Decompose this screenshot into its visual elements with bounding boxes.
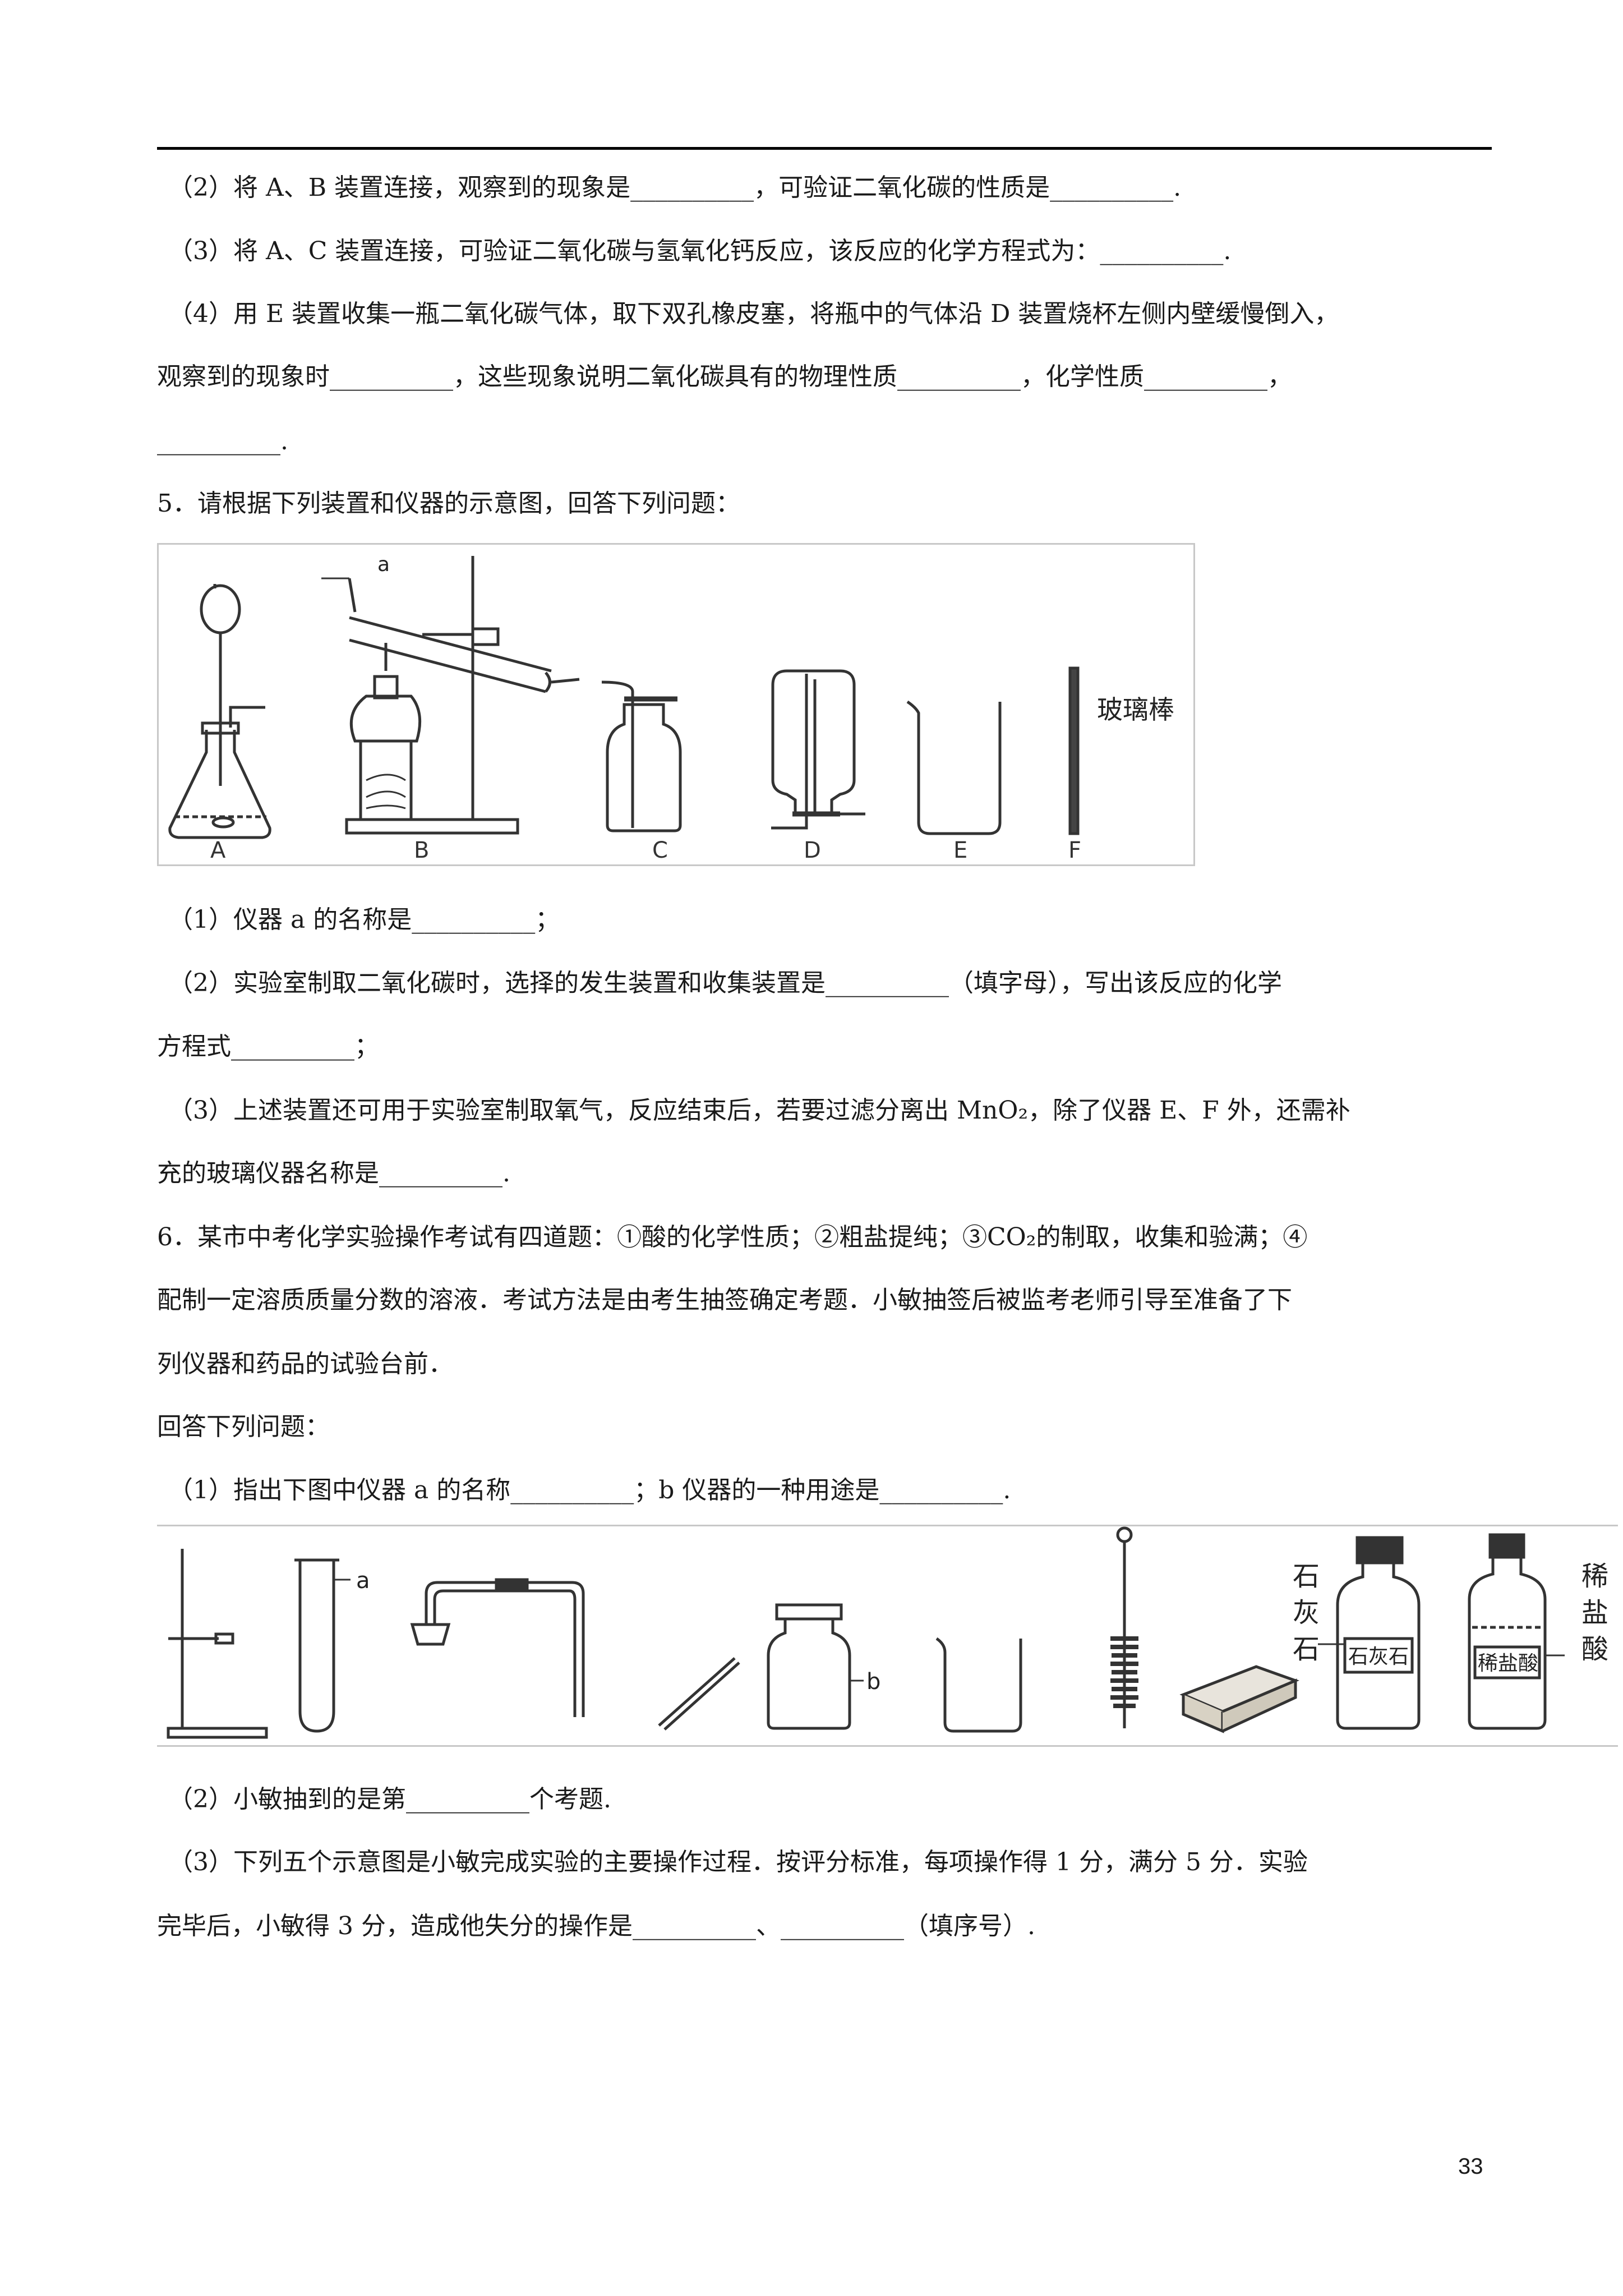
iron-stand — [167, 1549, 268, 1739]
test-tube — [294, 1558, 351, 1733]
apparatus-drawing: a 玻璃棒 A B C D E F — [168, 553, 1174, 863]
acid-side-2: 盐 — [1581, 1597, 1608, 1628]
question-6-cont-1: 配制一定溶质质量分数的溶液．考试方法是由考生抽签确定考题．小敏抽签后被监考老师引… — [157, 1286, 1292, 1314]
acid-side-3: 酸 — [1581, 1634, 1608, 1665]
question-6-3: （3）下列五个示意图是小敏完成实验的主要操作过程．按评分标准，每项操作得 1 分… — [168, 1848, 1308, 1876]
label-E: E — [953, 838, 967, 863]
header-rule — [157, 147, 1492, 150]
apparatus-figure-q6: a b 石 灰 石 石灰石 稀盐酸 稀 盐 酸 — [157, 1525, 1618, 1747]
page-number: 33 — [1458, 2154, 1483, 2179]
limestone-jar-label: 石灰石 — [1348, 1645, 1409, 1668]
matchbox — [1179, 1665, 1299, 1733]
question-6-prompt: 回答下列问题： — [157, 1412, 330, 1441]
apparatus-figure-q5: a 玻璃棒 A B C D E F — [157, 543, 1195, 866]
question-4-4-blank: __________. — [157, 427, 288, 455]
limestone-jar — [1318, 1536, 1421, 1730]
label-a-pointer: a — [377, 553, 390, 576]
label-a-test-tube: a — [356, 1568, 370, 1594]
question-5-3-cont: 充的玻璃仪器名称是__________. — [157, 1159, 510, 1188]
acid-jar-label: 稀盐酸 — [1478, 1652, 1538, 1675]
question-5-title: 5．请根据下列装置和仪器的示意图，回答下列问题： — [157, 489, 740, 518]
instruments-drawing: a b 石 灰 石 石灰石 稀盐酸 稀 盐 酸 — [167, 1526, 1608, 1739]
question-5-2-cont: 方程式__________； — [157, 1032, 379, 1061]
glass-rod-label: 玻璃棒 — [1097, 694, 1174, 725]
question-5-1: （1）仪器 a 的名称是__________； — [168, 905, 560, 934]
tweezers — [658, 1657, 740, 1731]
question-5-2: （2）实验室制取二氧化碳时，选择的发生装置和收集装置是__________（填字… — [168, 969, 1282, 997]
label-B: B — [414, 838, 429, 863]
apparatus-d-inverted-bottle — [771, 669, 865, 830]
question-6-1: （1）指出下图中仪器 a 的名称__________；b 仪器的一种用途是___… — [168, 1476, 1011, 1504]
question-4-4: （4）用 E 装置收集一瓶二氧化碳气体，取下双孔橡皮塞，将瓶中的气体沿 D 装置… — [168, 300, 1339, 328]
question-6-title: 6．某市中考化学实验操作考试有四道题：①酸的化学性质；②粗盐提纯；③CO₂的制取… — [157, 1223, 1308, 1251]
apparatus-a-flask — [168, 584, 271, 839]
label-D: D — [804, 838, 821, 863]
question-5-3: （3）上述装置还可用于实验室制取氧气，反应结束后，若要过滤分离出 MnO₂，除了… — [168, 1096, 1350, 1125]
limestone-side-1: 石 — [1293, 1561, 1320, 1592]
test-tube-brush — [1110, 1526, 1138, 1728]
question-4-3: （3）将 A、C 装置连接，可验证二氧化碳与氢氧化钙反应，该反应的化学方程式为：… — [168, 237, 1232, 265]
apparatus-c-bottle — [601, 680, 682, 832]
label-C: C — [652, 838, 668, 863]
limestone-side-2: 灰 — [1293, 1597, 1320, 1628]
apparatus-e-beaker — [906, 700, 1002, 835]
limestone-side-3: 石 — [1293, 1634, 1320, 1665]
label-F: F — [1068, 838, 1081, 863]
question-6-3-cont: 完毕后，小敏得 3 分，造成他失分的操作是__________、________… — [157, 1912, 1035, 1940]
question-6-2: （2）小敏抽到的是第__________个考题. — [168, 1785, 611, 1814]
question-4-2: （2）将 A、B 装置连接，观察到的现象是__________，可验证二氧化碳的… — [168, 173, 1182, 202]
label-A: A — [210, 838, 226, 863]
question-4-4-cont: 观察到的现象时__________，这些现象说明二氧化碳具有的物理性质_____… — [157, 362, 1292, 391]
apparatus-b-heating — [345, 556, 580, 835]
label-b-bottle: b — [866, 1669, 880, 1695]
delivery-tube — [410, 1578, 585, 1717]
wide-mouth-bottle — [767, 1603, 864, 1730]
apparatus-f-glass-rod — [1068, 666, 1080, 835]
acid-jar — [1468, 1533, 1565, 1730]
beaker — [935, 1637, 1022, 1733]
acid-side-1: 稀 — [1581, 1561, 1608, 1592]
question-6-cont-2: 列仪器和药品的试验台前． — [157, 1350, 453, 1378]
